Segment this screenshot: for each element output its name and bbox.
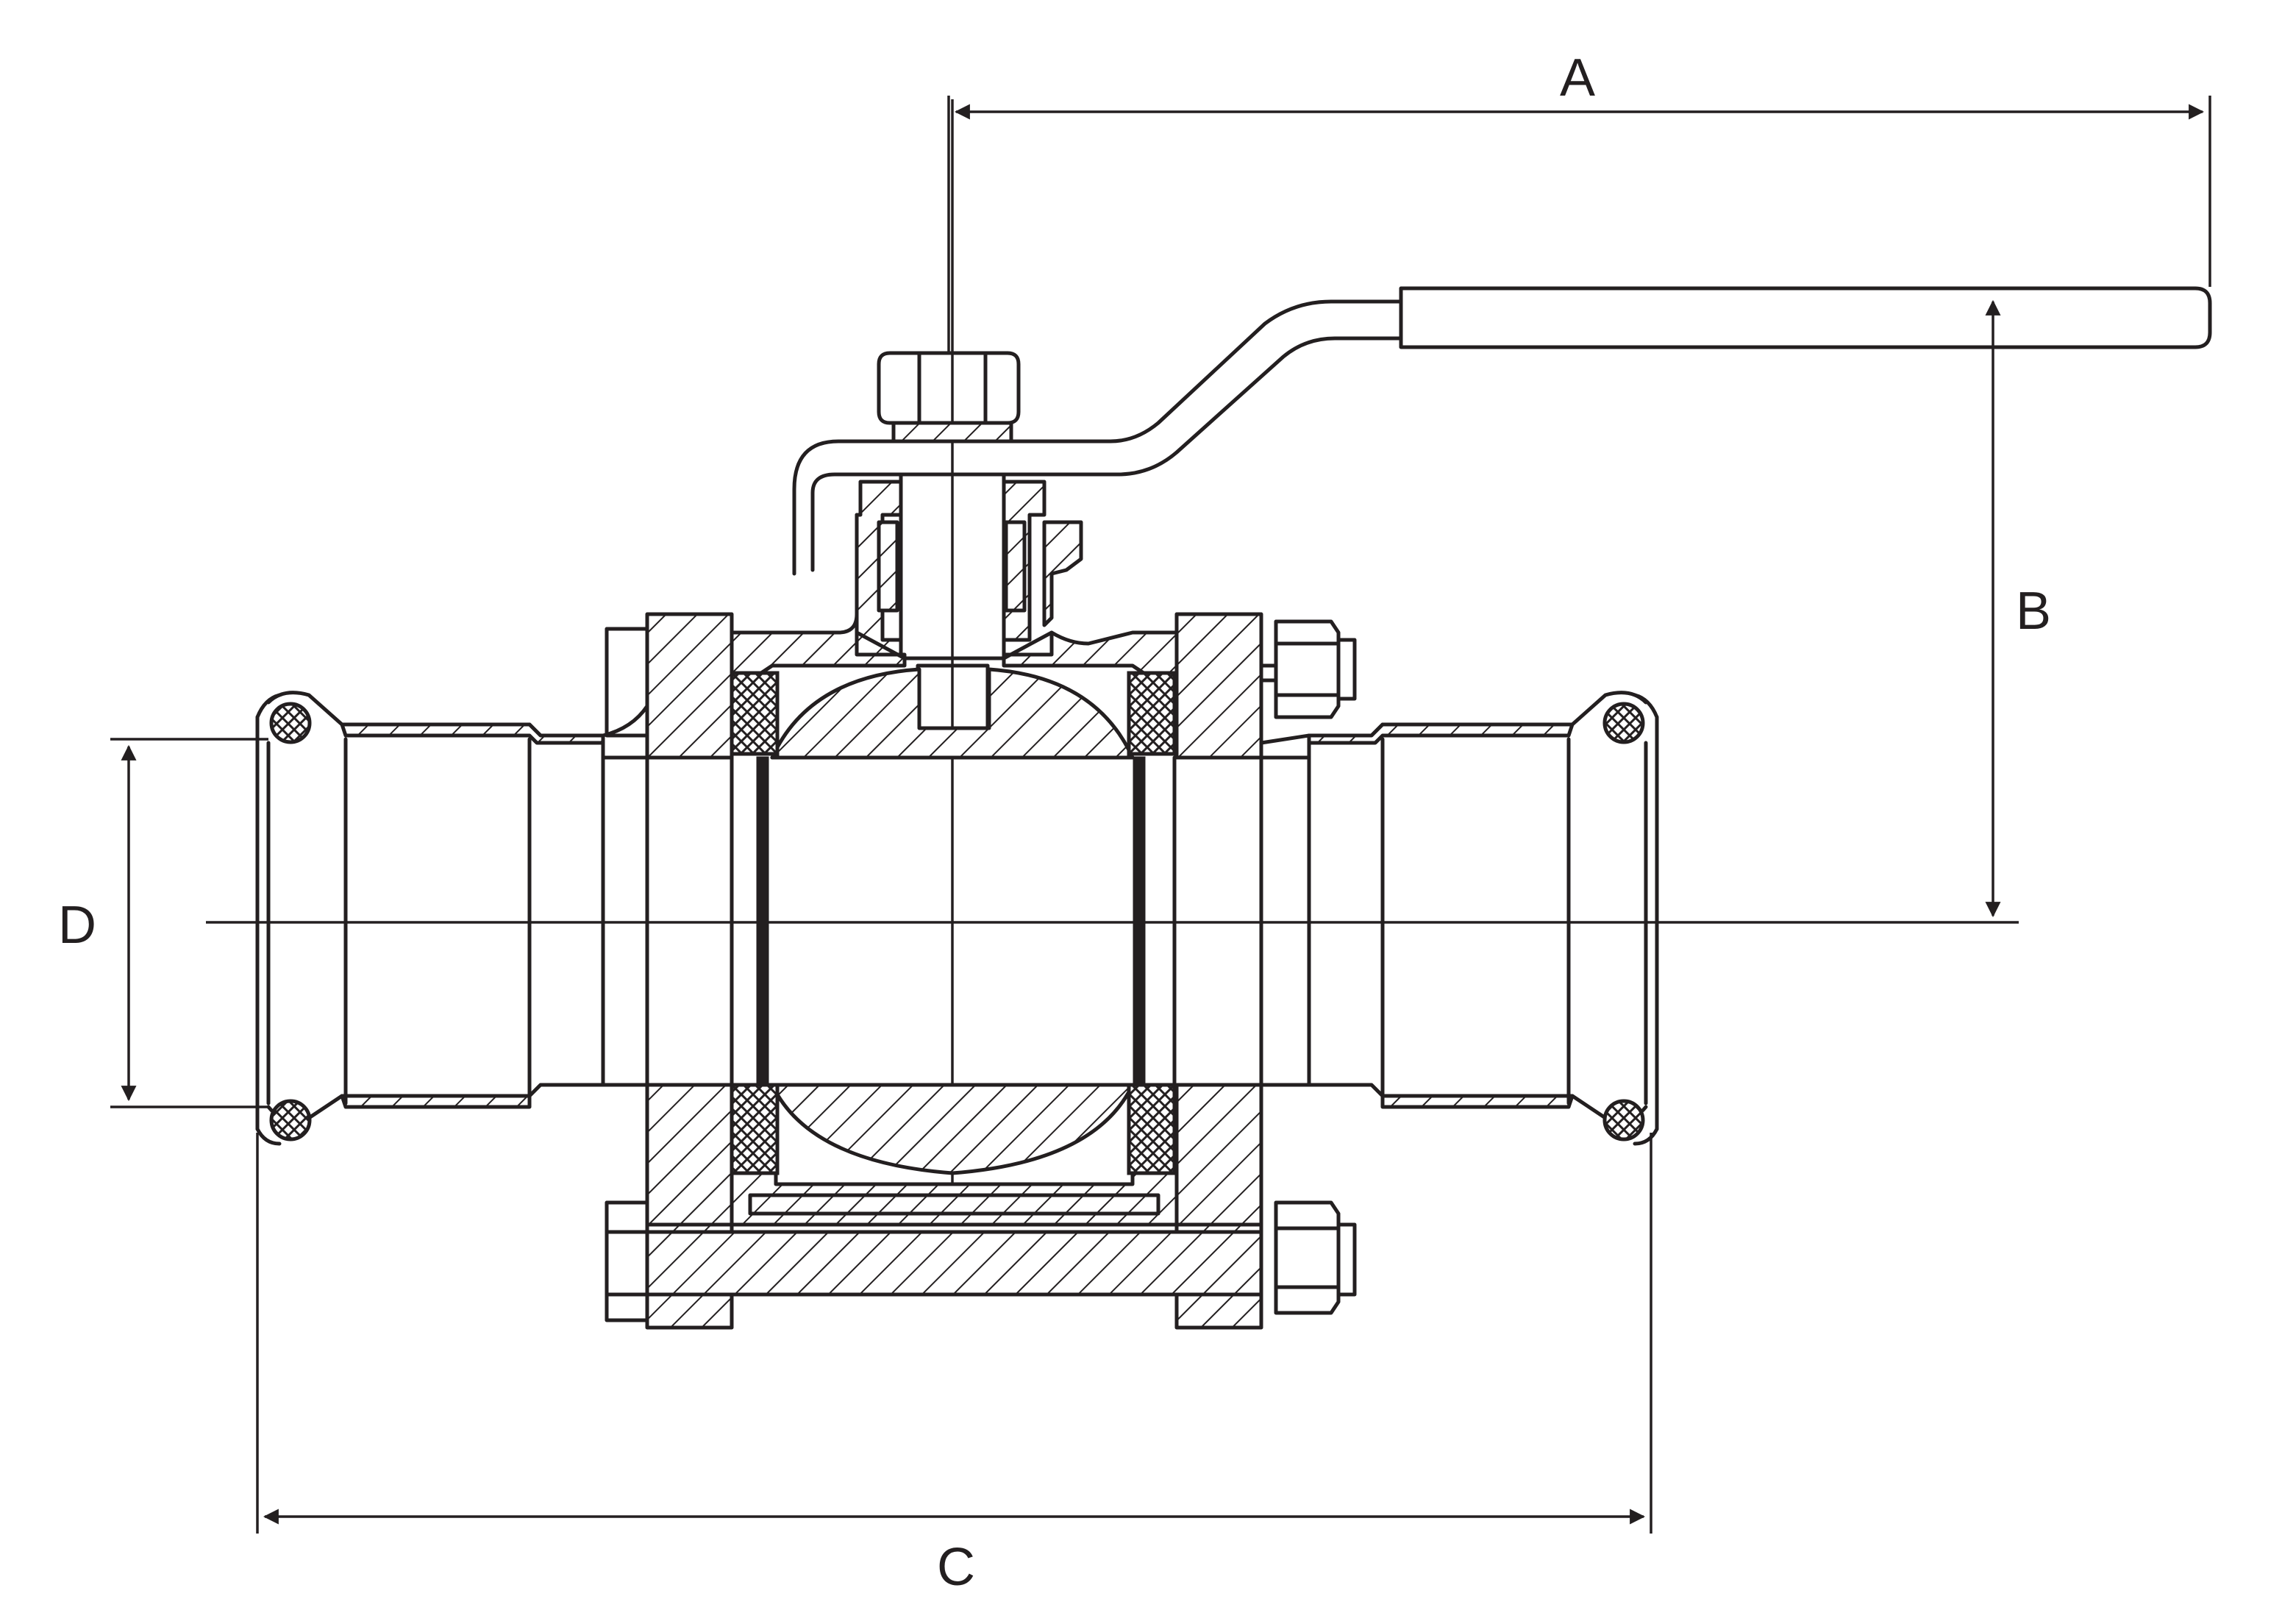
left-flange bbox=[645, 612, 734, 1330]
seat-left-bottom bbox=[730, 1083, 780, 1175]
dimension-b: B bbox=[1985, 299, 2051, 918]
right-flange bbox=[1174, 612, 1263, 1330]
dimension-a: A bbox=[947, 49, 2211, 352]
stem-assembly bbox=[855, 472, 1083, 660]
o-ring-left-bottom bbox=[269, 1099, 312, 1142]
right-press-end bbox=[1259, 691, 1659, 1146]
left-press-end bbox=[255, 691, 649, 1146]
seat-right-top bbox=[1127, 671, 1177, 756]
valve-body bbox=[730, 612, 1179, 1227]
seat-left-top bbox=[730, 671, 780, 756]
seat-right-bottom bbox=[1127, 1083, 1177, 1175]
o-ring-right-top bbox=[1602, 702, 1645, 744]
dimension-d-label: D bbox=[58, 896, 96, 955]
dimension-a-label: A bbox=[1560, 49, 1595, 107]
bolt-nut-bottom-left bbox=[605, 1200, 649, 1322]
dimension-c: C bbox=[256, 1133, 1652, 1597]
dimension-c-label: C bbox=[937, 1538, 975, 1597]
dimension-d: D bbox=[58, 738, 268, 1108]
stem-nut bbox=[877, 351, 1021, 444]
bolt-nut-top-right bbox=[1259, 619, 1357, 719]
o-ring-left-top bbox=[269, 702, 312, 744]
lever-grip bbox=[1399, 286, 2212, 349]
bottom-bolt bbox=[645, 1230, 1263, 1297]
dimension-b-label: B bbox=[2016, 582, 2051, 641]
bolt-nut-bottom-right bbox=[1274, 1200, 1357, 1315]
bolt-nut-top-left bbox=[605, 627, 649, 738]
o-ring-right-bottom bbox=[1602, 1099, 1645, 1142]
lever-handle bbox=[792, 286, 2212, 576]
